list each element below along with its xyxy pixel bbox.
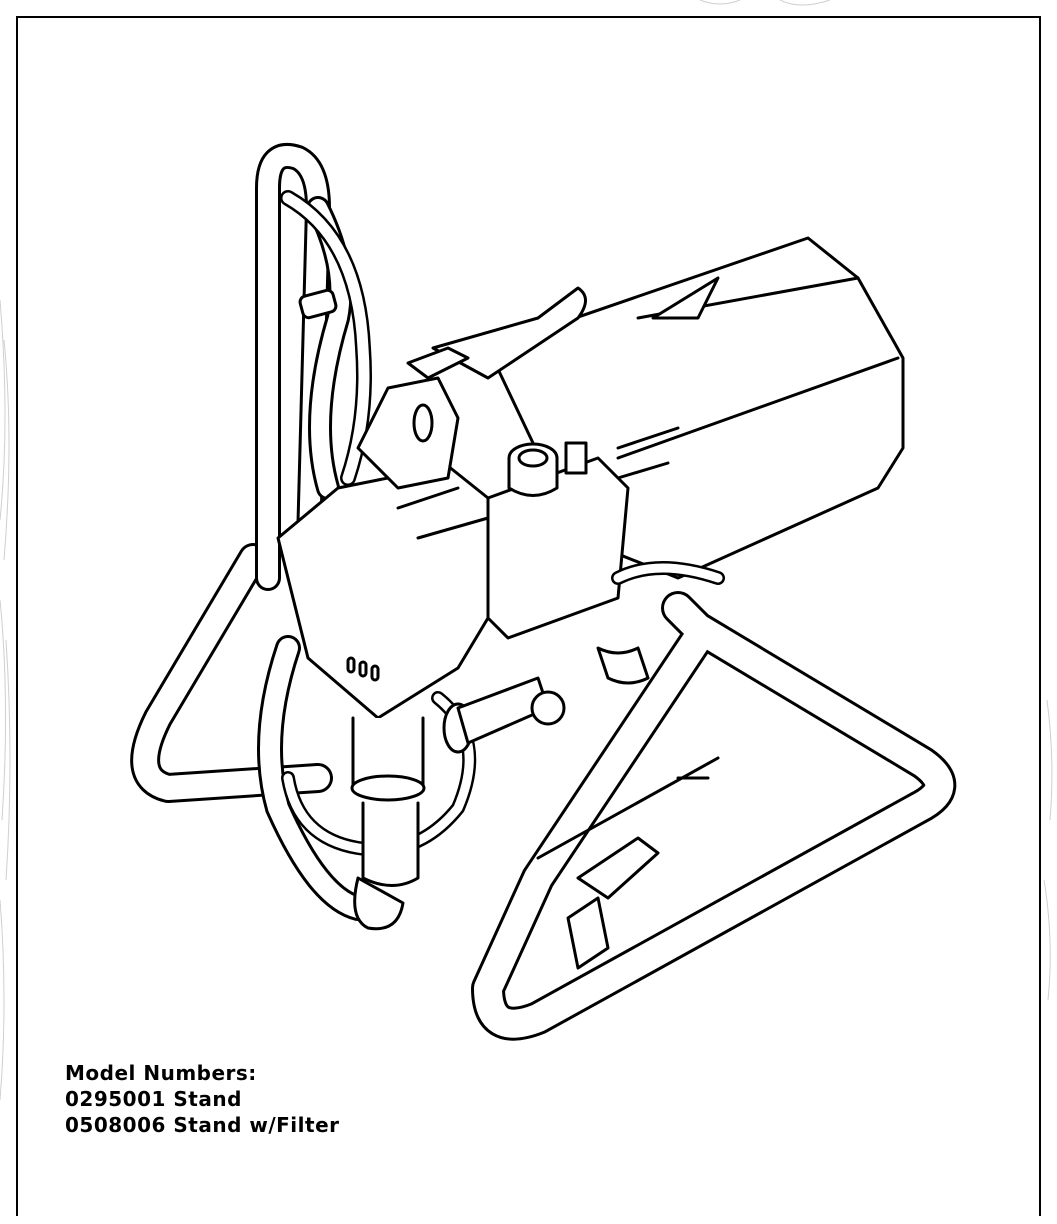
model-number-stand: 0295001 Stand bbox=[65, 1087, 242, 1111]
model-numbers-block: Model Numbers: 0295001 Stand 0508006 Sta… bbox=[65, 1060, 340, 1138]
model-heading: Model Numbers: bbox=[65, 1061, 257, 1085]
model-number-stand-filter: 0508006 Stand w/Filter bbox=[65, 1113, 340, 1137]
page-frame: Model Numbers: 0295001 Stand 0508006 Sta… bbox=[16, 16, 1041, 1216]
paint-sprayer-illustration bbox=[130, 143, 957, 1041]
